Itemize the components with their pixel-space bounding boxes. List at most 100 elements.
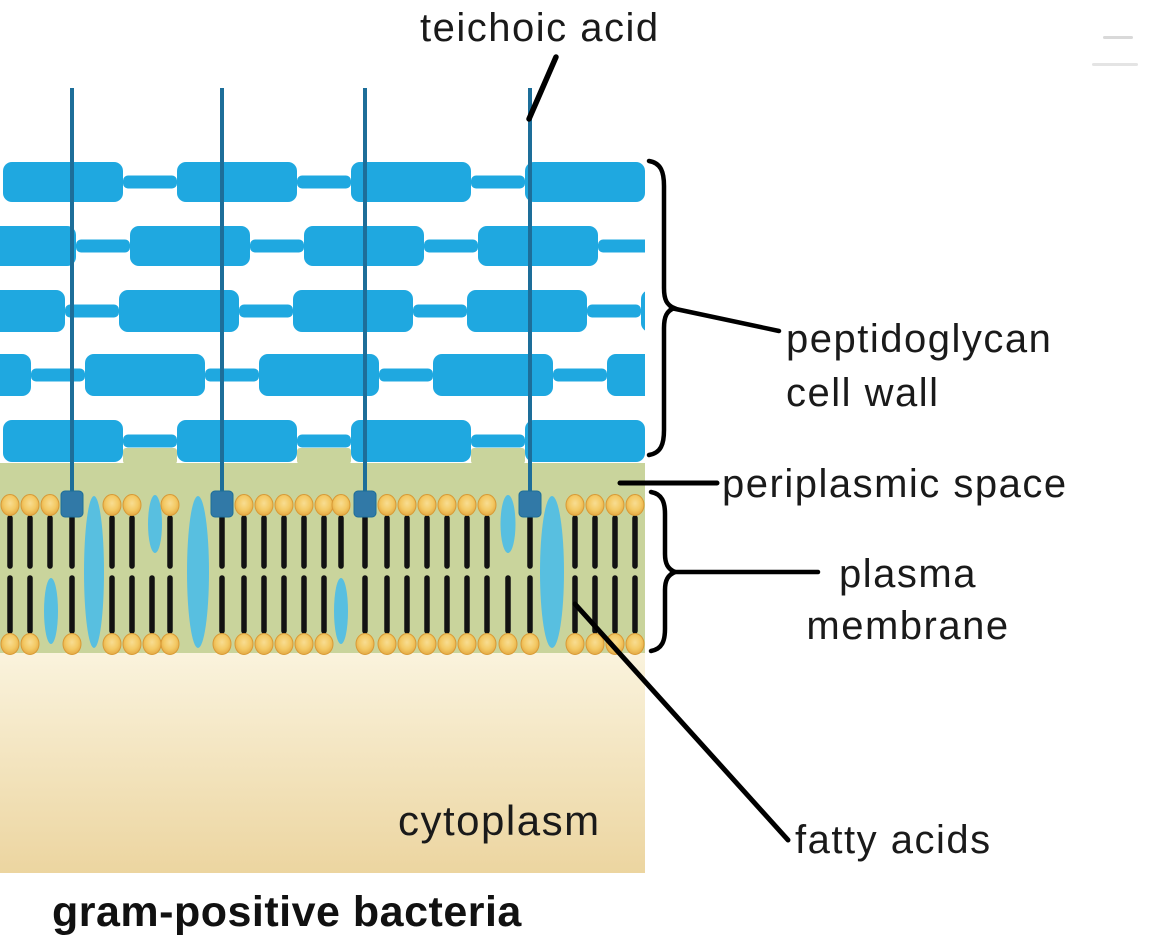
peptidoglycan-brick [259, 354, 379, 396]
peptidoglycan-brick [3, 162, 123, 202]
phospholipid-head [122, 633, 142, 655]
peptidoglycan-link [553, 368, 607, 382]
peptidoglycan-brick [525, 162, 645, 202]
peptidoglycan-link [123, 434, 177, 448]
peptidoglycan-brick [3, 420, 123, 462]
peptidoglycan-link [645, 176, 699, 189]
phospholipid-head [437, 633, 457, 655]
phospholipid-head [212, 633, 232, 655]
membrane-protein [44, 578, 58, 644]
peptidoglycan-brick [433, 354, 553, 396]
peptidoglycan-brick [119, 290, 239, 332]
periplasm-bump [297, 448, 351, 464]
peptidoglycan-brick [293, 290, 413, 332]
peptidoglycan-brick [478, 226, 598, 266]
phospholipid-head [625, 494, 645, 516]
plasma-membrane [0, 490, 645, 655]
phospholipid-head [0, 494, 20, 516]
phospholipid-head [377, 633, 397, 655]
cytoplasm-fill [0, 653, 645, 873]
phospholipid-head [437, 494, 457, 516]
phospholipid-head [585, 633, 605, 655]
phospholipid-head [457, 633, 477, 655]
peptidoglycan-brick [0, 226, 76, 266]
faint-artifact [1092, 63, 1138, 66]
peptidoglycan-link [297, 175, 351, 189]
phospholipid-head [20, 633, 40, 655]
peptidoglycan-link [205, 368, 259, 382]
phospholipid-head [565, 494, 585, 516]
phospholipid-head [331, 494, 351, 516]
peptidoglycan-link [424, 239, 478, 253]
peptidoglycan-link [379, 368, 433, 382]
peptidoglycan-brick [0, 290, 65, 332]
peptidoglycan-link [598, 239, 645, 253]
phospholipid-head [477, 633, 497, 655]
phospholipid-head [625, 633, 645, 655]
peptidoglycan-link [250, 239, 304, 253]
teichoic-pointer-line [526, 54, 559, 122]
peptidoglycan-link [31, 368, 85, 382]
membrane-protein [500, 495, 516, 553]
peptidoglycan-link [76, 239, 130, 253]
phospholipid-head [294, 494, 314, 516]
phospholipid-head [477, 494, 497, 516]
peptidoglycan-label-line1: peptidoglycan [786, 317, 1053, 361]
peptidoglycan-link [471, 175, 525, 189]
teichoic-acid-label: teichoic acid [420, 6, 660, 50]
teichoic-anchor-cap [60, 490, 84, 518]
periplasm-bump [471, 448, 525, 464]
cytoplasm-label: cytoplasm [398, 797, 601, 844]
phospholipid-head [102, 633, 122, 655]
peptidoglycan-pointer-line [668, 305, 782, 334]
membrane-protein [148, 495, 162, 553]
peptidoglycan-link [65, 304, 119, 318]
teichoic-anchor-cap [210, 490, 234, 518]
phospholipid-head [274, 633, 294, 655]
peptidoglycan-brick [351, 162, 471, 202]
label-pointer-lines [526, 54, 821, 843]
membrane-protein [187, 496, 209, 648]
phospholipid-head [457, 494, 477, 516]
phospholipid-head [585, 494, 605, 516]
phospholipid-head [102, 494, 122, 516]
fatty-acids-pointer-line [572, 601, 791, 843]
phospholipid-head [254, 494, 274, 516]
peptidoglycan-label-line2: cell wall [786, 371, 940, 415]
phospholipid-head [20, 494, 40, 516]
periplasm-bump [123, 448, 177, 464]
phospholipid-head [160, 494, 180, 516]
phospholipid-head [377, 494, 397, 516]
peptidoglycan-layer [0, 162, 699, 462]
phospholipid-head [565, 633, 585, 655]
phospholipid-head [122, 494, 142, 516]
phospholipid-head [417, 633, 437, 655]
peptidoglycan-link [413, 304, 467, 318]
peptidoglycan-brick [177, 162, 297, 202]
plasma-membrane-label-line2: membrane [806, 604, 1010, 648]
peptidoglycan-link [471, 434, 525, 448]
diagram-title: gram-positive bacteria [52, 888, 522, 936]
faint-artifact [1103, 36, 1133, 39]
fatty-acids-label: fatty acids [795, 818, 992, 862]
peptidoglycan-brick [177, 420, 297, 462]
phospholipid-head [355, 633, 375, 655]
phospholipid-head [0, 633, 20, 655]
phospholipid-head [314, 633, 334, 655]
peptidoglycan-brick [467, 290, 587, 332]
phospholipid-head [142, 633, 162, 655]
peptidoglycan-cell-wall-label: peptidoglycan cell wall [786, 312, 1052, 420]
phospholipid-head [62, 633, 82, 655]
phospholipid-head [234, 633, 254, 655]
phospholipid-head [605, 494, 625, 516]
phospholipid-head [605, 633, 625, 655]
faint-artifacts [1092, 36, 1138, 66]
peptidoglycan-brick [0, 354, 31, 396]
peptidoglycan-link [123, 175, 177, 189]
phospholipid-head [254, 633, 274, 655]
peptidoglycan-brick [641, 291, 645, 331]
teichoic-anchor-cap [518, 490, 542, 518]
peptidoglycan-link [297, 434, 351, 448]
membrane-protein [84, 496, 104, 648]
